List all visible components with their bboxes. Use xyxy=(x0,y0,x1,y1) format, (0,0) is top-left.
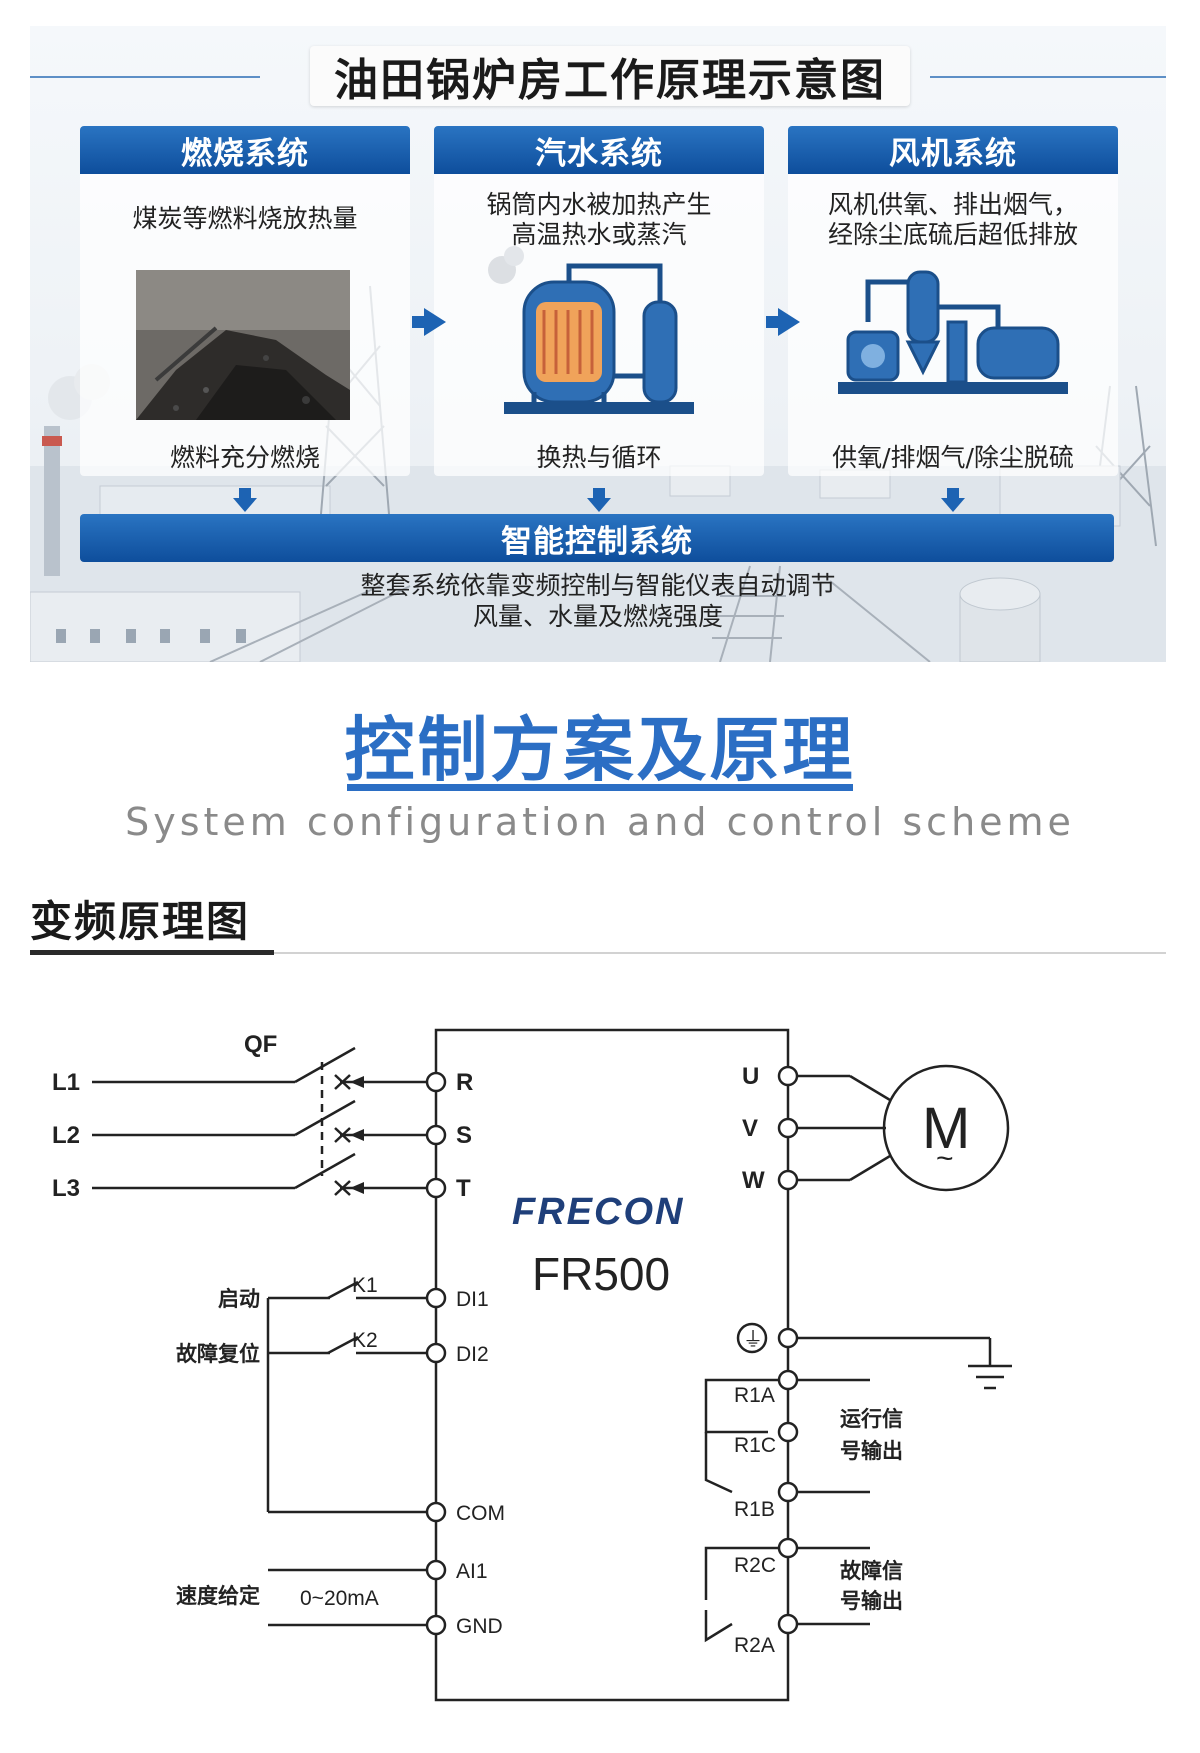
sub-heading-divider-accent xyxy=(30,950,274,955)
line-label-l3: L3 xyxy=(52,1175,80,1202)
terminal-di2: DI2 xyxy=(456,1343,489,1366)
down-arrow-1-icon xyxy=(233,488,257,512)
motor-circle xyxy=(882,1064,1010,1192)
panel-combustion: 燃烧系统 煤炭等燃料烧放热量 燃料充分燃烧 xyxy=(80,126,410,476)
brand-logo: FRECON xyxy=(512,1191,684,1233)
terminal-com: COM xyxy=(456,1502,505,1525)
wiring-svg: QF L1 L2 L3 R S T U V W M ~ FRECON FR500… xyxy=(52,1028,1012,1702)
down-arrow-2-icon xyxy=(587,488,611,512)
terminal-s: S xyxy=(456,1122,472,1149)
panel-desc-fan-1: 风机供氧、排出烟气， xyxy=(827,190,1078,219)
infographic-title-bar: 油田锅炉房工作原理示意图 xyxy=(30,46,1166,106)
title-line-right xyxy=(930,76,1166,78)
section-title-underline xyxy=(347,784,853,791)
flow-arrow-1-icon xyxy=(412,308,446,336)
panel-head-combustion: 燃烧系统 xyxy=(80,126,410,174)
panel-desc-steam-water-1: 锅筒内水被加热产生 xyxy=(486,190,712,219)
label-fault-signal-1: 故障信 xyxy=(840,1559,903,1583)
terminal-r1b: R1B xyxy=(734,1498,775,1521)
smart-control-head: 智能控制系统 xyxy=(80,514,1114,562)
label-fault-reset: 故障复位 xyxy=(176,1342,260,1366)
panel-desc-combustion: 煤炭等燃料烧放热量 xyxy=(132,204,358,233)
label-run-signal-2: 号输出 xyxy=(840,1439,903,1463)
terminal-r2a: R2A xyxy=(734,1634,775,1657)
breaker-label: QF xyxy=(244,1031,277,1058)
inverter-body xyxy=(434,1028,790,1702)
smart-desc-line-2: 风量、水量及燃烧强度 xyxy=(472,602,723,631)
sub-heading-divider xyxy=(30,952,1166,954)
label-speed-setpoint: 速度给定 xyxy=(176,1584,260,1608)
label-run-signal-1: 运行信 xyxy=(840,1407,903,1431)
terminal-di1: DI1 xyxy=(456,1288,489,1311)
down-arrow-3-icon xyxy=(941,488,965,512)
terminal-r1c: R1C xyxy=(734,1434,776,1457)
panel-fan: 风机系统 风机供氧、排出烟气， 经除尘底硫后超低排放 供氧/排烟气/除尘脱硫 xyxy=(788,126,1118,476)
contact-k2: K2 xyxy=(352,1329,378,1352)
terminal-r: R xyxy=(456,1069,473,1096)
panel-head-fan: 风机系统 xyxy=(788,126,1118,174)
ground-icon: ⏚ xyxy=(743,1329,763,1351)
coal-pile-image xyxy=(136,270,350,420)
motor-wave: ~ xyxy=(936,1142,954,1175)
label-start: 启动 xyxy=(218,1287,260,1311)
panel-desc-steam-water-2: 高温热水或蒸汽 xyxy=(511,220,687,249)
model-label: FR500 xyxy=(532,1248,670,1300)
line-label-l2: L2 xyxy=(52,1122,80,1149)
terminal-v: V xyxy=(742,1115,758,1142)
smart-control-desc: 整套系统依靠变频控制与智能仪表自动调节 风量、水量及燃烧强度 xyxy=(30,570,1166,632)
motor-symbol: M xyxy=(922,1096,970,1161)
terminal-r2c: R2C xyxy=(734,1554,776,1577)
terminal-w: W xyxy=(742,1167,765,1194)
label-fault-signal-2: 号输出 xyxy=(840,1589,903,1613)
section-title: 控制方案及原理 xyxy=(344,709,856,791)
panel-steam-water: 汽水系统 锅筒内水被加热产生 高温热水或蒸汽 换热与循环 xyxy=(434,126,764,476)
panel-foot-fan: 供氧/排烟气/除尘脱硫 xyxy=(832,443,1074,472)
panel-foot-combustion: 燃料充分燃烧 xyxy=(169,443,320,472)
fan-dust-removal-icon xyxy=(838,270,1068,394)
contact-k1: K1 xyxy=(352,1274,378,1297)
terminal-r1a: R1A xyxy=(734,1384,775,1407)
flow-arrow-2-icon xyxy=(766,308,800,336)
analog-range: 0~20mA xyxy=(300,1587,379,1610)
vfd-wiring-diagram: QF L1 L2 L3 R S T U V W M ~ FRECON FR500… xyxy=(0,1000,1200,1749)
panel-desc-fan-2: 经除尘底硫后超低排放 xyxy=(827,220,1078,249)
title-line-left xyxy=(30,76,260,78)
terminal-u: U xyxy=(742,1063,759,1090)
line-label-l1: L1 xyxy=(52,1069,80,1096)
smart-desc-line-1: 整套系统依靠变频控制与智能仪表自动调节 xyxy=(360,571,836,600)
panel-head-steam-water: 汽水系统 xyxy=(434,126,764,174)
terminal-gnd: GND xyxy=(456,1615,503,1638)
panel-foot-steam-water: 换热与循环 xyxy=(536,443,662,472)
terminal-ai1: AI1 xyxy=(456,1560,488,1583)
boiler-drum-icon xyxy=(488,246,694,414)
infographic-title: 油田锅炉房工作原理示意图 xyxy=(310,46,910,106)
terminal-t: T xyxy=(456,1175,471,1202)
section-subtitle: System configuration and control scheme xyxy=(125,800,1075,844)
sub-heading: 变频原理图 xyxy=(30,897,251,946)
boiler-infographic: 油田锅炉房工作原理示意图 燃烧系统 煤炭等燃料烧放热量 燃料充分燃烧 汽水系统 … xyxy=(30,26,1166,662)
